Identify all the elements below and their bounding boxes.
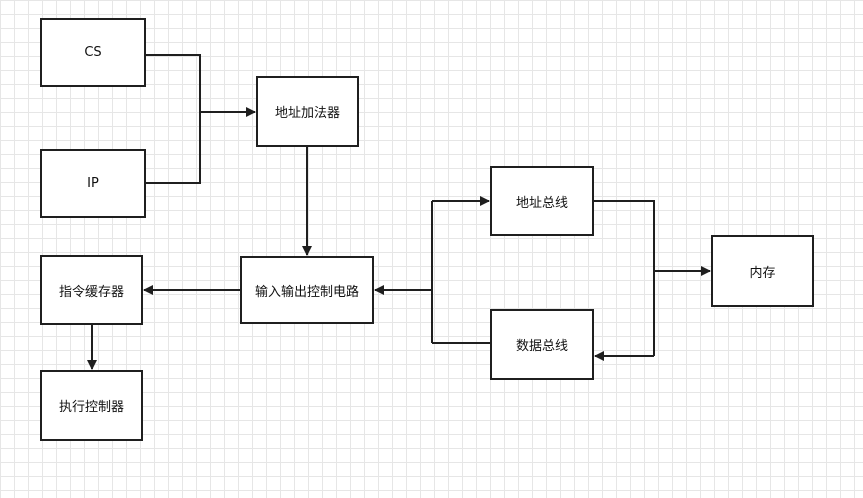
io-control-circuit-box[interactable]: 输入输出控制电路 bbox=[240, 256, 374, 324]
address-bus-box[interactable]: 地址总线 bbox=[490, 166, 594, 236]
cs-label: CS bbox=[84, 45, 102, 60]
ip-register-box[interactable]: IP bbox=[40, 149, 146, 218]
address-adder-box[interactable]: 地址加法器 bbox=[256, 76, 359, 147]
connector-abus-to-mem bbox=[594, 200, 655, 271]
ip-label: IP bbox=[87, 176, 99, 191]
instruction-buffer-box[interactable]: 指令缓存器 bbox=[40, 255, 143, 325]
data-bus-label: 数据总线 bbox=[515, 339, 568, 354]
connector-cs-to-adder bbox=[146, 54, 201, 112]
cs-register-box[interactable]: CS bbox=[40, 18, 146, 87]
instruction-buffer-label: 指令缓存器 bbox=[58, 284, 124, 300]
io-control-circuit-label: 输入输出控制电路 bbox=[254, 284, 359, 300]
execution-controller-box[interactable]: 执行控制器 bbox=[40, 370, 143, 441]
memory-box[interactable]: 内存 bbox=[711, 235, 814, 307]
memory-label: 内存 bbox=[749, 265, 776, 281]
address-bus-label: 地址总线 bbox=[515, 195, 568, 211]
execution-controller-label: 执行控制器 bbox=[58, 400, 124, 415]
data-bus-box[interactable]: 数据总线 bbox=[490, 309, 594, 380]
connector-ip-to-adder bbox=[146, 112, 201, 184]
address-adder-label: 地址加法器 bbox=[274, 106, 340, 121]
